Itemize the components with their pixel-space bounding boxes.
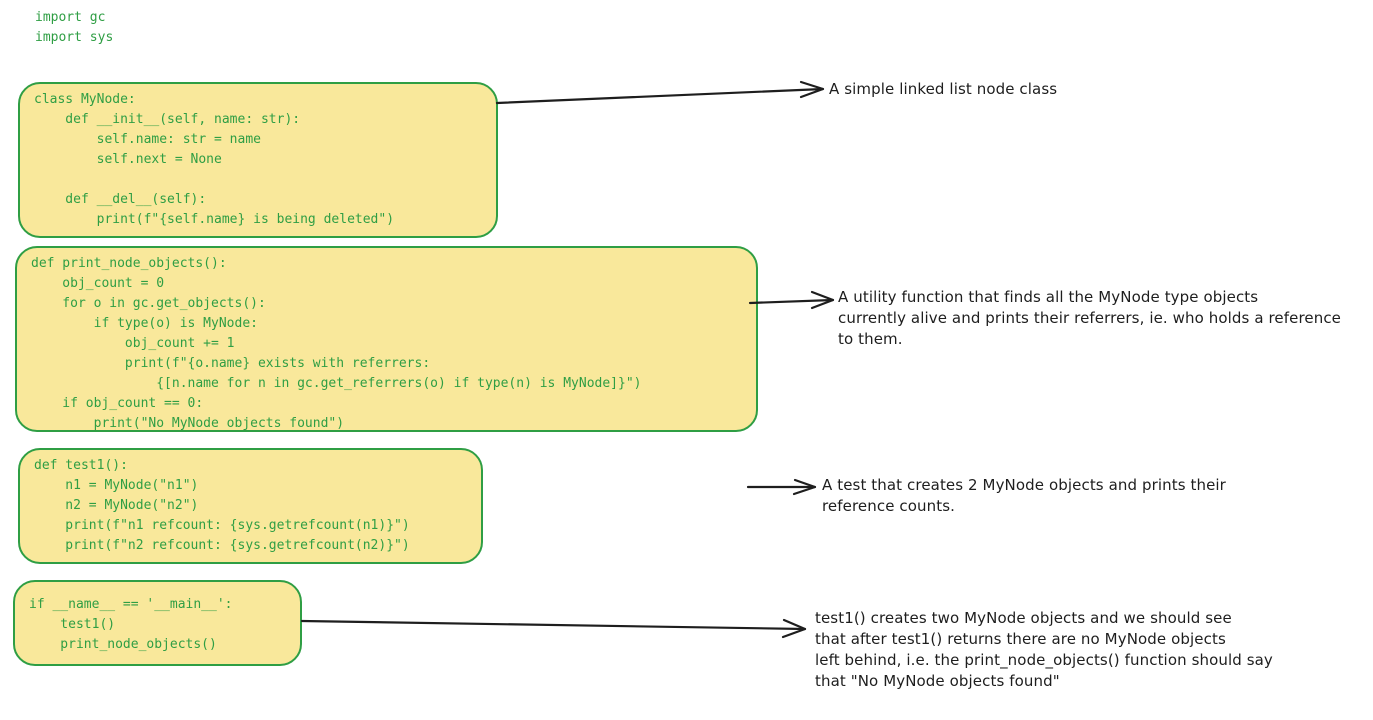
- annotation-main: test1() creates two MyNode objects and w…: [815, 609, 1273, 690]
- annotation-test: A test that creates 2 MyNode objects and…: [822, 476, 1226, 515]
- codebox-main-guard: if __name__ == '__main__': test1() print…: [13, 580, 302, 666]
- codebox-print-node-objects: def print_node_objects(): obj_count = 0 …: [15, 246, 758, 432]
- annotation-class: A simple linked list node class: [829, 80, 1058, 98]
- codebox-test1: def test1(): n1 = MyNode("n1") n2 = MyNo…: [18, 448, 483, 564]
- arrow-utility-to-note-icon: [748, 290, 835, 310]
- codebox-test1-text: def test1(): n1 = MyNode("n1") n2 = MyNo…: [34, 458, 410, 553]
- codebox-print-node-objects-text: def print_node_objects(): obj_count = 0 …: [31, 256, 642, 431]
- arrow-test-to-note-icon: [746, 478, 817, 496]
- codebox-class-mynode: class MyNode: def __init__(self, name: s…: [18, 82, 498, 238]
- arrow-main-to-note-icon: [300, 618, 807, 639]
- codebox-class-mynode-text: class MyNode: def __init__(self, name: s…: [34, 92, 395, 227]
- imports-code: import gc import sys: [35, 10, 114, 45]
- arrow-class-to-note-icon: [495, 80, 825, 105]
- codebox-main-guard-text: if __name__ == '__main__': test1() print…: [29, 597, 233, 652]
- annotation-utility: A utility function that finds all the My…: [838, 288, 1342, 348]
